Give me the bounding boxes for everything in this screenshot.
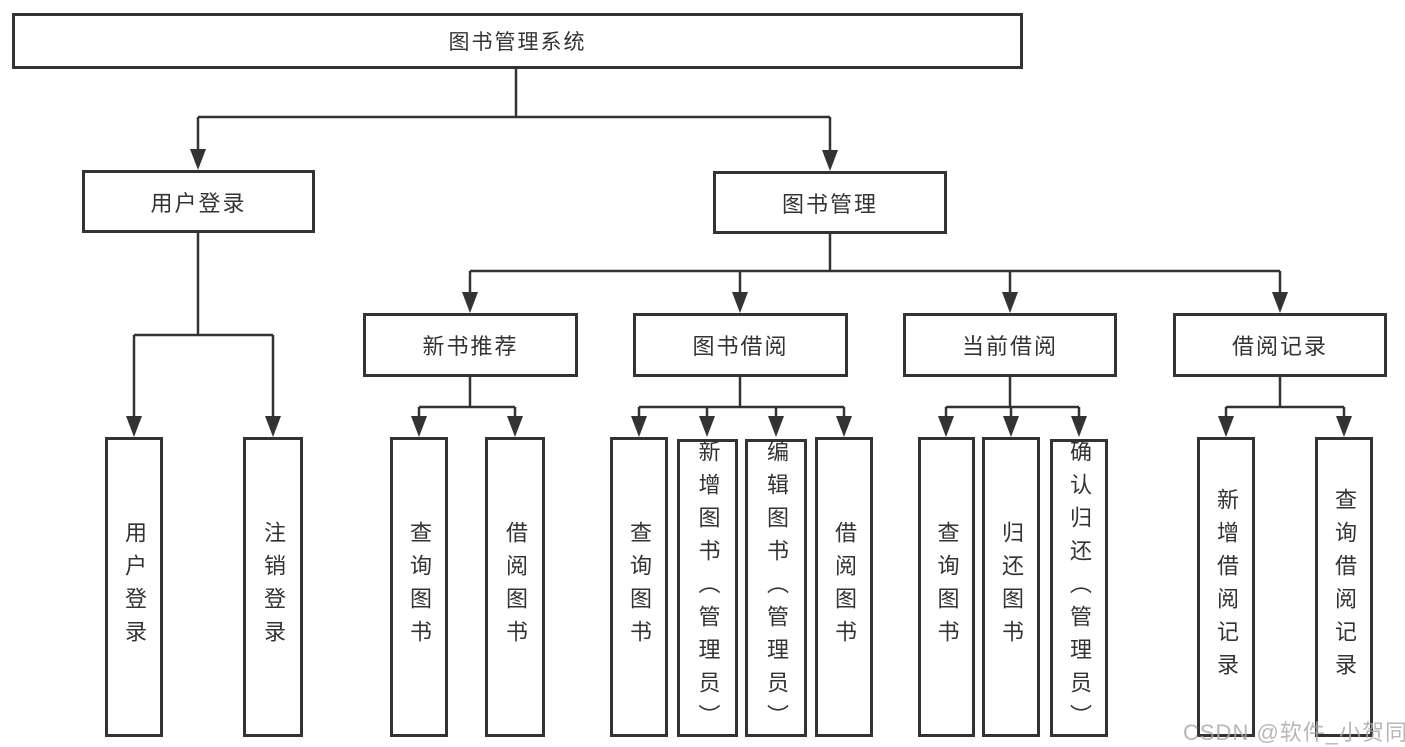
leaf-label: 编辑图书（管理员） [764,439,789,737]
node-current-borrowing: 当前借阅 [903,313,1117,377]
leaf-label: 用户登录 [122,521,147,653]
node-book-borrowing-label: 图书借阅 [692,334,789,359]
node-root-label: 图书管理系统 [448,31,587,54]
node-book-borrowing: 图书借阅 [633,313,848,377]
leaf-label: 查询图书 [407,521,432,653]
leaf-label: 确认归还（管理员） [1067,439,1092,737]
leaf-logout: 注销登录 [243,437,303,737]
node-current-borrowing-label: 当前借阅 [961,334,1058,359]
leaf-label: 借阅图书 [832,521,857,653]
leaf-label: 查询借阅记录 [1332,488,1357,686]
leaf-label: 归还图书 [999,521,1024,653]
watermark-text: CSDN @软件_小贺同学 [1183,720,1405,745]
leaf-query-books-borrowing: 查询图书 [610,437,668,737]
leaf-label: 新增借阅记录 [1214,488,1239,686]
leaf-label: 查询图书 [934,521,960,653]
node-root: 图书管理系统 [12,13,1023,69]
leaf-add-books-admin: 新增图书（管理员） [677,439,738,737]
leaf-add-borrow-record: 新增借阅记录 [1197,437,1255,737]
node-borrowing-records: 借阅记录 [1173,313,1387,377]
node-user-login-label: 用户登录 [150,190,247,216]
leaf-query-books-current: 查询图书 [918,437,975,737]
node-borrowing-records-label: 借阅记录 [1231,334,1328,359]
leaf-label: 查询图书 [627,521,652,653]
leaf-return-books: 归还图书 [982,437,1040,737]
leaf-borrow-books-recommend: 借阅图书 [485,437,545,737]
node-book-management: 图书管理 [713,171,947,234]
node-book-management-label: 图书管理 [781,191,878,217]
leaf-query-borrow-record: 查询借阅记录 [1315,437,1373,737]
leaf-label: 借阅图书 [503,521,528,653]
leaf-label: 新增图书（管理员） [695,439,721,737]
leaf-label: 注销登录 [261,521,286,653]
node-new-book-recommend: 新书推荐 [363,313,578,377]
leaf-edit-books-admin: 编辑图书（管理员） [745,439,807,737]
leaf-user-login: 用户登录 [105,437,163,737]
arrowhead-icons [126,149,1352,437]
leaf-query-books-recommend: 查询图书 [390,437,448,737]
leaf-borrow-books-borrowing: 借阅图书 [815,437,873,737]
node-user-login: 用户登录 [82,170,315,233]
leaf-confirm-return-admin: 确认归还（管理员） [1050,439,1108,737]
node-new-book-recommend-label: 新书推荐 [422,334,519,359]
